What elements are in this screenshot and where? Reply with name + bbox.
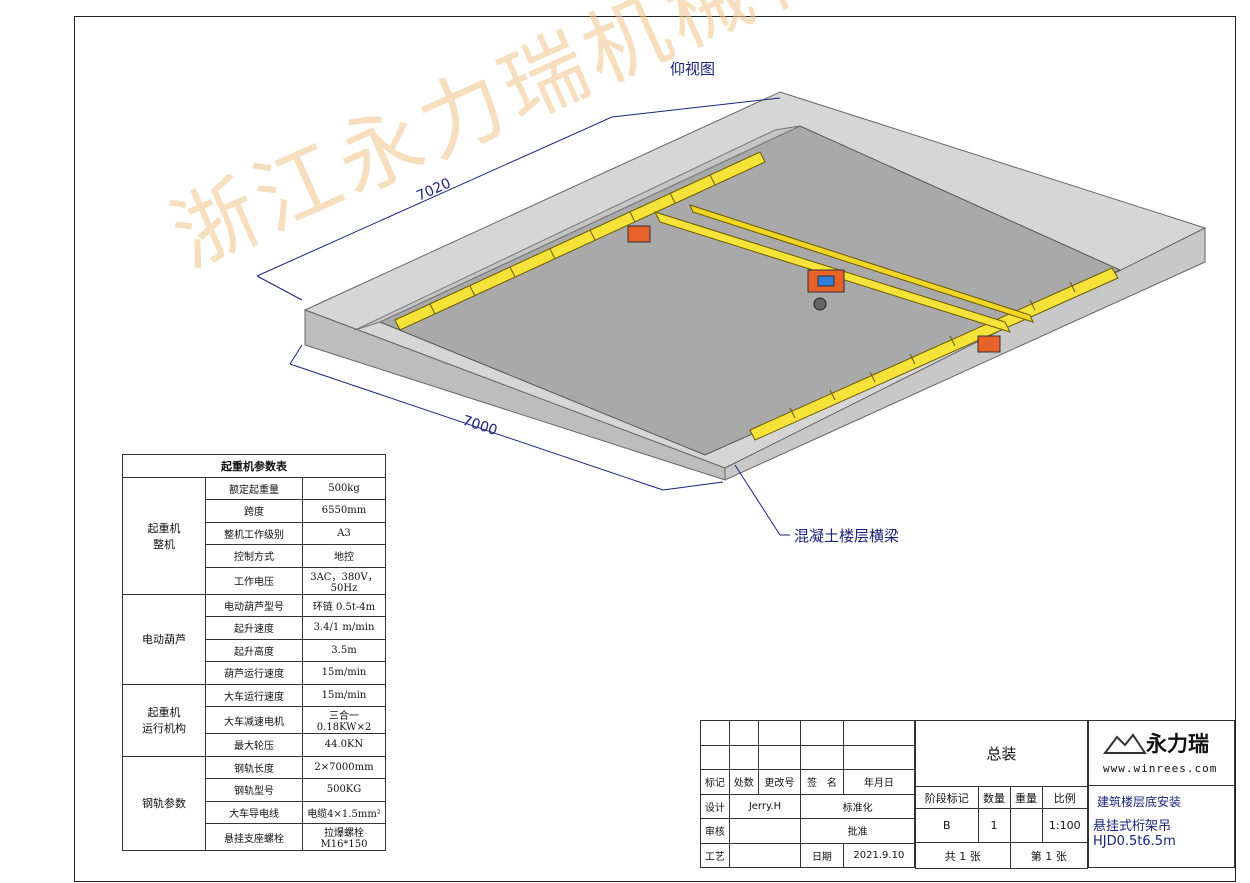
- param-value: 3.5m: [302, 638, 386, 662]
- label-shuliang: 数量: [977, 786, 1011, 809]
- sheets-total: 共 1 张: [915, 842, 1011, 869]
- label-pizhun: 批准: [800, 818, 915, 844]
- param-value: 拉爆螺栓M16*150: [302, 823, 386, 851]
- param-name: 起升速度: [205, 616, 303, 640]
- label-jieduan: 阶段标记: [915, 786, 979, 809]
- param-value: 500KG: [302, 778, 386, 802]
- group-name: 钢轨参数: [122, 755, 206, 851]
- label-bili: 比例: [1041, 786, 1088, 809]
- sheet-border: [74, 16, 1236, 882]
- drawing-date: 2021.9.10: [842, 842, 916, 868]
- callout-label: 混凝土楼层横梁: [794, 527, 900, 545]
- label-riqi: 日期: [800, 842, 844, 868]
- param-name: 大车导电线: [205, 800, 303, 824]
- project-line-1: 建筑楼层底安装: [1097, 795, 1182, 809]
- label-sheji: 设计: [700, 793, 730, 819]
- label-gaiwenhao: 更改号: [757, 769, 802, 795]
- param-name: 整机工作级别: [205, 521, 303, 545]
- brand-box: [1088, 720, 1235, 786]
- group-name: 起重机 整机: [122, 476, 206, 595]
- param-name: 最大轮压: [205, 733, 303, 757]
- scale-value: 1:100: [1041, 808, 1088, 843]
- param-value: 电缆4×1.5mm²: [302, 800, 386, 824]
- param-name: 钢轨长度: [205, 755, 303, 779]
- group-name: 电动葫芦: [122, 593, 206, 685]
- param-value: 3AC，380V，50Hz: [302, 566, 386, 595]
- param-name: 大车减速电机: [205, 706, 303, 734]
- company-website: www.winrees.com: [1103, 762, 1218, 775]
- param-value: 15m/min: [302, 661, 386, 685]
- param-value: 环链 0.5t-4m: [302, 593, 386, 617]
- param-name: 电动葫芦型号: [205, 593, 303, 617]
- stage-mark: B: [915, 808, 979, 843]
- label-zhongliang: 重量: [1009, 786, 1043, 809]
- param-value: 3.4/1 m/min: [302, 616, 386, 640]
- quantity-value: 1: [977, 808, 1011, 843]
- param-value: A3: [302, 521, 386, 545]
- param-name: 葫芦运行速度: [205, 661, 303, 685]
- param-name: 跨度: [205, 499, 303, 523]
- param-value: 2×7000mm: [302, 755, 386, 779]
- param-value: 44.0KN: [302, 733, 386, 757]
- label-chushu: 处数: [728, 769, 759, 795]
- param-name: 额定起重量: [205, 476, 303, 500]
- drawing-name: 总装: [915, 720, 1088, 787]
- param-value: 15m/min: [302, 683, 386, 707]
- param-name: 悬挂支座螺栓: [205, 823, 303, 851]
- label-biaozhunhua: 标准化: [800, 793, 915, 819]
- param-value: 地控: [302, 544, 386, 568]
- designer-name: Jerry.H: [728, 793, 802, 819]
- params-table-title: 起重机参数表: [122, 454, 386, 478]
- param-name: 控制方式: [205, 544, 303, 568]
- param-name: 起升高度: [205, 638, 303, 662]
- sheet-number: 第 1 张: [1009, 842, 1089, 869]
- label-shenhe: 审核: [700, 818, 730, 844]
- param-name: 工作电压: [205, 566, 303, 595]
- project-line-2: 悬挂式桁架吊HJD0.5t6.5m: [1093, 819, 1176, 849]
- label-qianming: 签 名: [800, 769, 844, 795]
- param-value: 三合一0.18KW×2: [302, 706, 386, 734]
- group-name: 起重机 运行机构: [122, 683, 206, 757]
- param-name: 钢轨型号: [205, 778, 303, 802]
- label-biaoji: 标记: [700, 769, 730, 795]
- label-nianyueri: 年月日: [842, 769, 916, 795]
- company-name: 永力瑞: [1146, 732, 1209, 756]
- param-value: 6550mm: [302, 499, 386, 523]
- view-title: 仰视图: [670, 60, 716, 78]
- project-box: [1088, 786, 1235, 868]
- label-gongyi: 工艺: [700, 842, 730, 868]
- company-logo-icon: [1103, 733, 1147, 754]
- param-name: 大车运行速度: [205, 683, 303, 707]
- param-value: 500kg: [302, 476, 386, 500]
